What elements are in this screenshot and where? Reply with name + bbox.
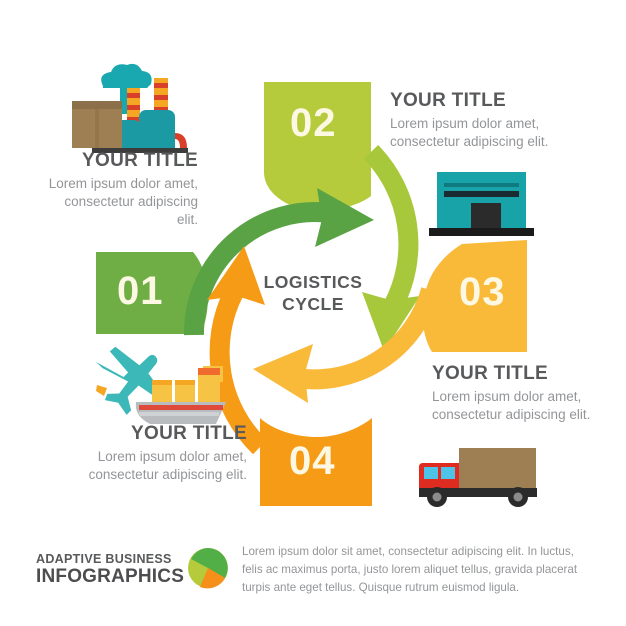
step-body-01: Lorem ipsum dolor amet, consectetur adip… — [48, 175, 198, 227]
step-body-03: Lorem ipsum dolor amet, consectetur adip… — [432, 388, 591, 422]
plane-and-cargo-ship-icon — [95, 346, 226, 424]
step-text-block-03: YOUR TITLE Lorem ipsum dolor amet, conse… — [432, 363, 612, 424]
step-title-02: YOUR TITLE — [390, 90, 506, 111]
step-text-block-01: YOUR TITLE Lorem ipsum dolor amet, conse… — [44, 150, 198, 229]
cycle-center-label: LOGISTICS CYCLE — [243, 272, 383, 316]
step-title-04: YOUR TITLE — [131, 423, 247, 444]
step-box-02[interactable] — [264, 82, 371, 211]
step-text-block-04: YOUR TITLE Lorem ipsum dolor amet, conse… — [82, 423, 247, 484]
brand-line-1: ADAPTIVE BUSINESS — [36, 552, 172, 567]
airplane-icon — [95, 346, 165, 415]
step-title-01: YOUR TITLE — [82, 150, 198, 171]
step-box-01[interactable] — [96, 252, 208, 334]
step-number-04: 04 — [289, 439, 336, 483]
arrow-green-dark — [183, 188, 374, 336]
footer-description: Lorem ipsum dolor sit amet, consectetur … — [242, 545, 578, 594]
step-text-block-02: YOUR TITLE Lorem ipsum dolor amet, conse… — [390, 90, 565, 151]
warehouse-icon — [429, 172, 534, 236]
step-body-02: Lorem ipsum dolor amet, consectetur adip… — [390, 115, 549, 149]
step-number-03: 03 — [459, 270, 506, 314]
arrow-orange-light — [253, 287, 441, 403]
footer: ADAPTIVE BUSINESS INFOGRAPHICS Lorem ips… — [36, 543, 596, 597]
cycle-label-line-1: LOGISTICS — [263, 272, 363, 292]
footer-brand: ADAPTIVE BUSINESS INFOGRAPHICS — [36, 552, 184, 587]
footer-logo-spacer — [188, 550, 228, 590]
step-number-01: 01 — [117, 269, 164, 313]
step-number-02: 02 — [290, 101, 337, 145]
cycle-label-line-2: CYCLE — [282, 293, 344, 314]
brand-line-2: INFOGRAPHICS — [36, 565, 185, 587]
delivery-truck-icon — [419, 448, 537, 507]
arrow-green-light — [362, 145, 420, 351]
step-title-03: YOUR TITLE — [432, 363, 548, 384]
step-box-03[interactable] — [422, 240, 527, 352]
pie-chart-logo — [188, 548, 228, 589]
step-box-04[interactable] — [260, 418, 372, 506]
step-body-04: Lorem ipsum dolor amet, consectetur adip… — [88, 448, 247, 482]
factory-and-box-icon — [72, 63, 188, 153]
